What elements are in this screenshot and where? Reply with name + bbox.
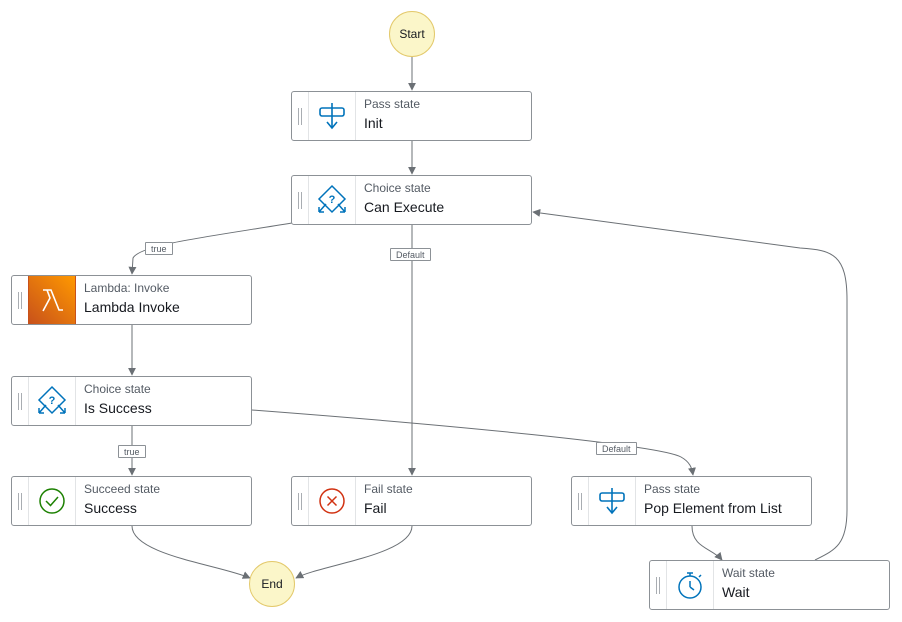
state-pop-element[interactable]: Pass state Pop Element from List: [571, 476, 812, 526]
edge-label-is-success-default: Default: [596, 442, 637, 455]
edge-wait-can-execute: [532, 208, 848, 561]
drag-handle-icon[interactable]: [12, 477, 28, 525]
state-wait[interactable]: Wait state Wait: [649, 560, 890, 610]
choice-icon: ?: [28, 377, 76, 425]
edge-label-can-execute-true: true: [145, 242, 173, 255]
drag-handle-icon[interactable]: [292, 477, 308, 525]
state-type: Succeed state: [84, 482, 161, 496]
state-type: Pass state: [364, 97, 421, 111]
state-type: Lambda: Invoke: [84, 281, 170, 295]
edge-fail-end: [295, 525, 413, 579]
state-name: Can Execute: [364, 199, 445, 215]
edge-pop-wait: [691, 525, 723, 561]
drag-handle-icon[interactable]: [292, 176, 308, 224]
drag-handle-icon[interactable]: [572, 477, 588, 525]
state-name: Is Success: [84, 400, 152, 416]
state-name: Fail: [364, 500, 387, 516]
start-label: Start: [399, 27, 425, 41]
x-circle-icon: [308, 477, 356, 525]
choice-icon: ?: [308, 176, 356, 224]
edge-label-is-success-true: true: [118, 445, 146, 458]
state-type: Choice state: [364, 181, 431, 195]
edge-can-execute-true: [128, 222, 293, 275]
state-name: Lambda Invoke: [84, 299, 180, 315]
state-init[interactable]: Pass state Init: [291, 91, 532, 141]
state-lambda-invoke[interactable]: Lambda: Invoke Lambda Invoke: [11, 275, 252, 325]
state-fail[interactable]: Fail state Fail: [291, 476, 532, 526]
state-type: Fail state: [364, 482, 413, 496]
svg-text:?: ?: [49, 395, 56, 407]
state-is-success[interactable]: ? Choice state Is Success: [11, 376, 252, 426]
drag-handle-icon[interactable]: [650, 561, 666, 609]
check-circle-icon: [28, 477, 76, 525]
svg-text:?: ?: [329, 194, 336, 206]
stopwatch-icon: [666, 561, 714, 609]
state-name: Wait: [722, 584, 750, 600]
state-name: Success: [84, 500, 137, 516]
state-can-execute[interactable]: ? Choice state Can Execute: [291, 175, 532, 225]
state-name: Init: [364, 115, 383, 131]
state-type: Wait state: [722, 566, 775, 580]
edge-label-can-execute-default: Default: [390, 248, 431, 261]
state-name: Pop Element from List: [644, 500, 782, 516]
drag-handle-icon[interactable]: [12, 276, 28, 324]
edge-success-end: [131, 525, 251, 579]
state-success[interactable]: Succeed state Success: [11, 476, 252, 526]
state-type: Pass state: [644, 482, 701, 496]
drag-handle-icon[interactable]: [12, 377, 28, 425]
end-node[interactable]: End: [249, 561, 295, 607]
pass-icon: [308, 92, 356, 140]
start-node[interactable]: Start: [389, 11, 435, 57]
state-type: Choice state: [84, 382, 151, 396]
lambda-icon: [28, 276, 76, 324]
pass-icon: [588, 477, 636, 525]
end-label: End: [261, 577, 283, 591]
drag-handle-icon[interactable]: [292, 92, 308, 140]
